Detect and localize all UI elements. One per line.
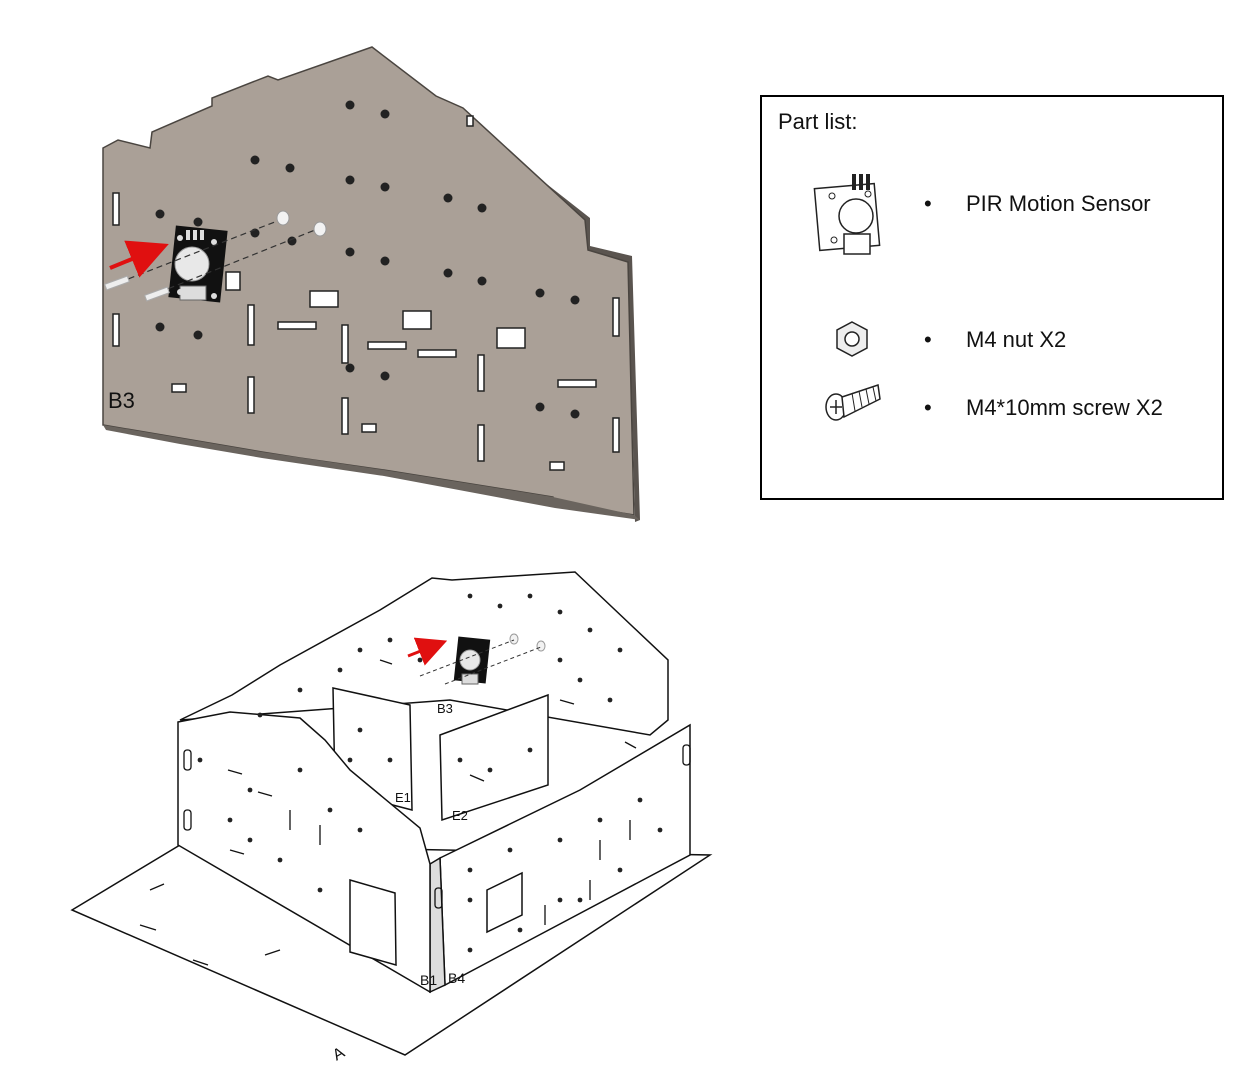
screws-and-nuts-b3 [104, 210, 327, 302]
pir-sensor-icon [813, 174, 881, 255]
part-item-m4-nut: •M4 nut X2 [924, 327, 1067, 352]
pir-sensor-on-b3 [168, 225, 228, 303]
part-item-m4-screw: •M4*10mm screw X2 [924, 395, 1163, 420]
house-slots [139, 659, 691, 966]
part-list-box: Part list: •PIR Motion Sensor •M4 nut X2… [760, 95, 1224, 500]
insert-arrow-b3 [109, 240, 169, 278]
part-label-m4-nut: M4 nut X2 [966, 327, 1067, 352]
b3-back-panel [179, 571, 669, 736]
nut-icon [836, 321, 868, 357]
b3-panel: B3 [102, 46, 640, 522]
b3-label: B3 [108, 388, 135, 413]
house-holes [197, 593, 663, 953]
e2-label: E2 [452, 808, 468, 823]
part-label-pir-sensor: PIR Motion Sensor [966, 191, 1151, 216]
screw-icon [825, 384, 881, 421]
b3-assembly-label: B3 [437, 701, 453, 716]
b4-label: B4 [448, 970, 465, 986]
base-label: A [330, 1044, 348, 1064]
insert-arrow-house [407, 637, 448, 666]
part-list-title: Part list: [778, 109, 858, 134]
b1-label: B1 [420, 972, 437, 988]
part-label-m4-screw: M4*10mm screw X2 [966, 395, 1163, 420]
pir-sensor-on-house [419, 633, 546, 685]
part-item-pir-sensor: •PIR Motion Sensor [924, 191, 1151, 216]
e1-label: E1 [395, 790, 411, 805]
e2-panel [439, 693, 549, 822]
house-assembly [70, 571, 713, 1056]
